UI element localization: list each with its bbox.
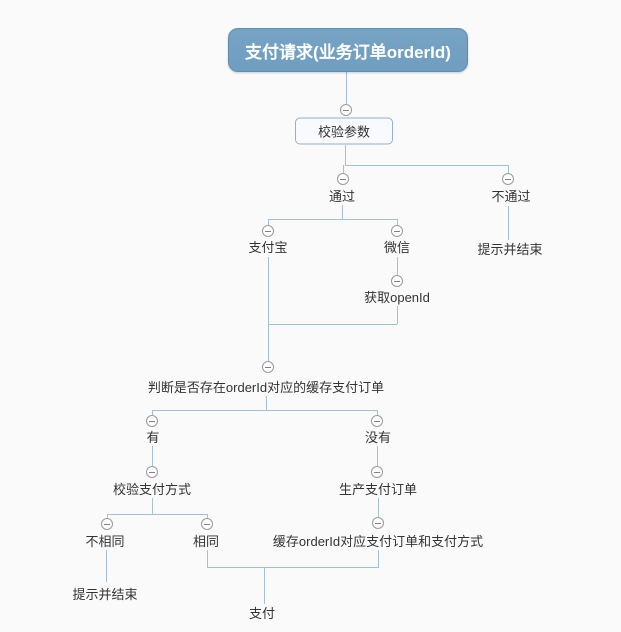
connector-line (268, 324, 397, 325)
connector-line (508, 206, 509, 240)
connector-line (152, 410, 377, 411)
node-wechat[interactable]: 微信 (383, 240, 411, 256)
connector-line (152, 410, 153, 415)
connector-line (268, 219, 397, 220)
collapse-minus-icon-wechat[interactable] (391, 225, 403, 237)
collapse-minus-icon-has[interactable] (146, 415, 158, 427)
connector-line (345, 145, 346, 165)
connector-line (377, 410, 378, 415)
node-not-same[interactable]: 不相同 (85, 534, 125, 550)
node-fail[interactable]: 不通过 (491, 189, 531, 205)
connector-line (266, 396, 267, 410)
connector-line (152, 498, 153, 514)
connector-line (378, 498, 379, 517)
connector-line (397, 257, 398, 275)
node-get-openid[interactable]: 获取openId (364, 290, 430, 306)
connector-line (207, 514, 208, 518)
connector-line (397, 306, 398, 324)
node-same[interactable]: 相同 (192, 534, 220, 550)
node-prompt-end-bottom[interactable]: 提示并结束 (72, 587, 138, 603)
collapse-minus-icon-same[interactable] (201, 518, 213, 530)
collapse-minus-icon-validate-params[interactable] (340, 104, 352, 116)
node-pay[interactable]: 支付 (248, 606, 276, 622)
connector-line (342, 205, 343, 219)
connector-line (397, 219, 398, 225)
connector-line (508, 165, 509, 173)
node-create-pay-order[interactable]: 生产支付订单 (338, 482, 418, 498)
connector-line (107, 514, 108, 518)
collapse-minus-icon-check-cached-order[interactable] (262, 361, 274, 373)
connector-line (378, 550, 379, 568)
node-has[interactable]: 有 (146, 430, 160, 446)
collapse-minus-icon-verify-pay-method[interactable] (146, 466, 158, 478)
collapse-minus-icon-pass[interactable] (337, 173, 349, 185)
node-prompt-end-top[interactable]: 提示并结束 (477, 242, 543, 258)
connector-line (377, 446, 378, 466)
collapse-minus-icon-not-same[interactable] (101, 518, 113, 530)
connector-line (268, 257, 269, 361)
connector-line (207, 550, 208, 568)
node-has-not[interactable]: 没有 (364, 430, 392, 446)
collapse-minus-icon-has-not[interactable] (371, 415, 383, 427)
node-validate-params[interactable]: 校验参数 (295, 117, 393, 145)
collapse-minus-icon-alipay[interactable] (262, 225, 274, 237)
connector-line (343, 165, 344, 173)
connector-line (152, 446, 153, 466)
connector-line (207, 567, 378, 568)
collapse-minus-icon-cache-order[interactable] (372, 517, 384, 529)
collapse-minus-icon-create-pay-order[interactable] (371, 466, 383, 478)
collapse-minus-icon-fail[interactable] (502, 173, 514, 185)
connector-line (107, 514, 207, 515)
connector-line (268, 219, 269, 225)
node-check-cached-order[interactable]: 判断是否存在orderId对应的缓存支付订单 (147, 380, 385, 396)
node-payment-request[interactable]: 支付请求(业务订单orderId) (228, 28, 468, 72)
node-cache-order[interactable]: 缓存orderId对应支付订单和支付方式 (272, 534, 484, 550)
connector-line (106, 550, 107, 582)
connector-line (346, 72, 347, 104)
collapse-minus-icon-get-openid[interactable] (391, 275, 403, 287)
node-alipay[interactable]: 支付宝 (248, 240, 288, 256)
connector-line (345, 165, 508, 166)
connector-line (264, 567, 265, 604)
node-pass[interactable]: 通过 (328, 189, 356, 205)
node-verify-pay-method[interactable]: 校验支付方式 (112, 482, 192, 498)
